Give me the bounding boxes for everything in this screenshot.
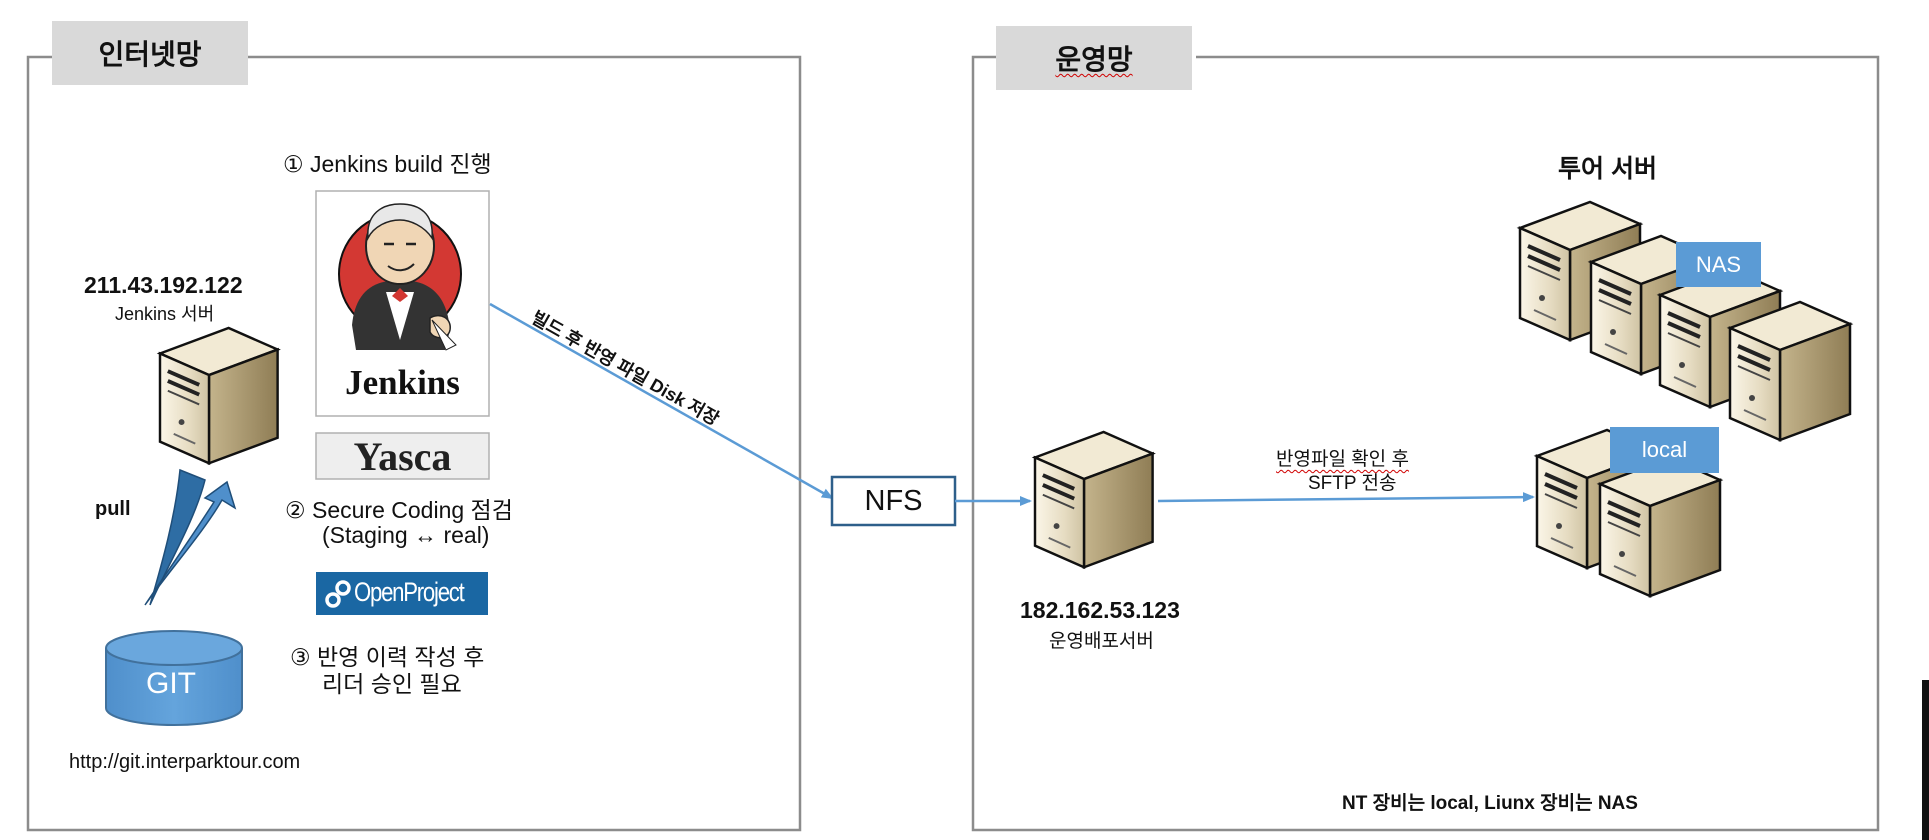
pull-label: pull	[95, 498, 131, 520]
nfs-box-frame	[830, 475, 957, 527]
nas-server-icon	[1728, 300, 1852, 442]
yasca-logo-frame	[315, 432, 490, 480]
nas-tag: NAS	[1676, 242, 1761, 287]
git-url: http://git.interparktour.com	[69, 751, 301, 773]
deploy-server-ip: 182.162.53.123	[1020, 597, 1180, 623]
openproject-logo-text: OpenProject	[354, 577, 465, 607]
sftp-transfer-arrow	[1157, 492, 1535, 503]
transfer-label-line1-text: 반영파일 확인 후	[1276, 449, 1409, 470]
build-to-nfs-arrow	[489, 302, 834, 500]
git-cylinder-icon	[105, 630, 243, 726]
tour-servers-title: 투어 서버	[1558, 155, 1657, 183]
step3-line2: 리더 승인 필요	[322, 671, 462, 697]
local-server-icon	[1598, 456, 1722, 598]
step3-line1: ③ 반영 이력 작성 후	[290, 644, 485, 670]
yasca-logo-text: Yasca	[353, 434, 452, 479]
openproject-logo-frame	[316, 572, 488, 615]
transfer-label-line1: 반영파일 확인 후	[1276, 444, 1409, 471]
ops-zone-frame	[971, 55, 1880, 832]
step2-line2: (Staging ↔ real)	[322, 522, 490, 548]
deploy-server-name: 운영배포서버	[1049, 631, 1154, 652]
step1-label: ① Jenkins build 진행	[283, 151, 492, 177]
internet-zone-frame	[26, 55, 802, 832]
jenkins-server-name: Jenkins 서버	[115, 304, 215, 324]
nas-server-group	[1518, 200, 1852, 442]
internet-zone-title: 인터넷망	[52, 21, 248, 85]
local-tag: local	[1610, 427, 1719, 473]
jenkins-server-ip: 211.43.192.122	[84, 272, 243, 298]
git-label: GIT	[146, 667, 196, 700]
ops-zone-title-text: 운영망	[1055, 44, 1133, 75]
pull-arrow-icon	[144, 468, 237, 606]
nfs-label: NFS	[864, 485, 923, 517]
jenkins-server-icon	[158, 326, 280, 466]
tour-servers-note: NT 장비는 local, Liunx 장비는 NAS	[1342, 793, 1638, 814]
transfer-label-line2: SFTP 전송	[1308, 473, 1397, 494]
ops-zone-title: 운영망	[996, 26, 1192, 90]
jenkins-logo	[315, 190, 490, 417]
edge-marker	[1922, 680, 1929, 840]
jenkins-logo-text: Jenkins	[345, 363, 460, 402]
step2-line1: ② Secure Coding 점검	[285, 497, 513, 523]
deploy-server-icon	[1033, 430, 1155, 570]
